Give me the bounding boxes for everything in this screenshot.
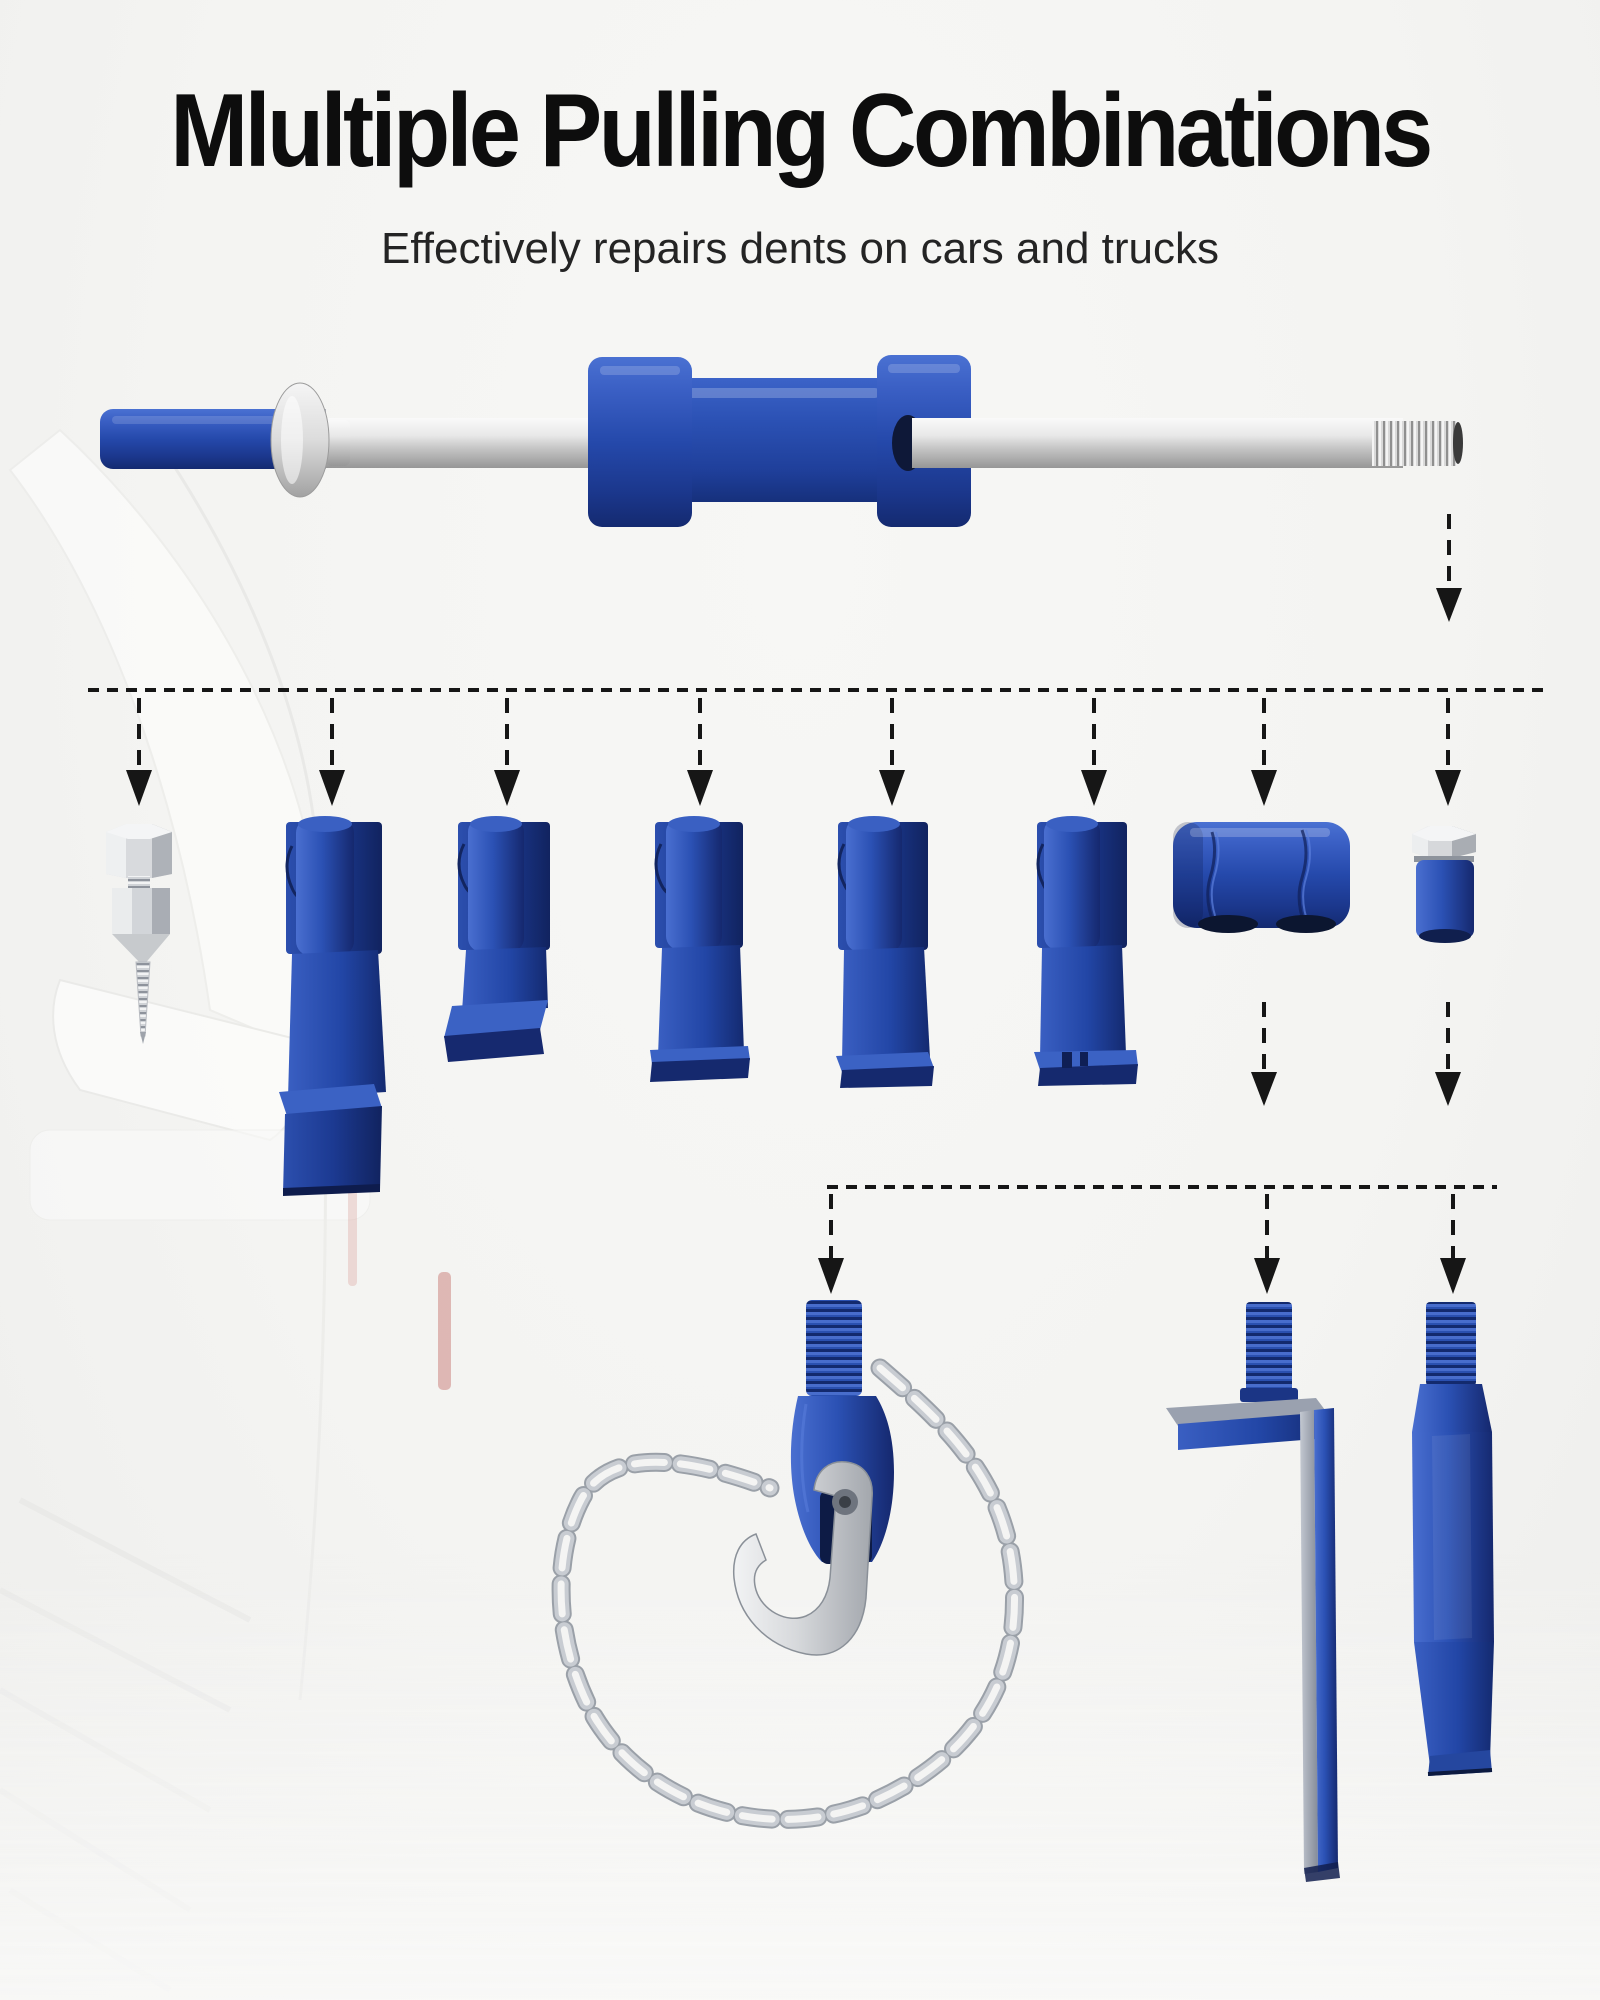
dashed-connectors	[88, 514, 1545, 1294]
taillight-red-accent	[438, 1272, 451, 1390]
attachment-arrows	[126, 698, 1461, 806]
chain-with-grab-hook	[551, 1300, 1025, 1829]
accessory-arrows	[818, 1194, 1466, 1294]
mid-arrows	[1251, 1002, 1461, 1106]
slide-hammer	[100, 355, 1463, 527]
page-title: Mlultiple Pulling Combinations	[170, 73, 1433, 189]
arrow-from-hammer	[1436, 514, 1462, 622]
page-subtitle: Effectively repairs dents on cars and tr…	[380, 224, 1220, 273]
sliding-weight	[588, 355, 971, 527]
chain	[551, 1358, 1025, 1829]
pull-hook-small	[836, 816, 934, 1088]
threaded-tip	[1372, 421, 1463, 466]
flat-clamp-head	[1173, 822, 1350, 933]
pull-hook-offset	[444, 816, 550, 1062]
right-angle-panel-hook	[1166, 1302, 1340, 1882]
pull-hook-notched	[1034, 816, 1138, 1086]
pull-hook-large	[279, 816, 386, 1196]
screw-tip-adapter	[106, 824, 172, 1044]
pull-hook-medium	[650, 816, 750, 1082]
background-car-art	[0, 428, 1600, 2000]
flange-disc	[270, 382, 350, 498]
flat-chisel-adapter	[1412, 1302, 1494, 1776]
coupler-nut-adapter	[1412, 826, 1476, 943]
